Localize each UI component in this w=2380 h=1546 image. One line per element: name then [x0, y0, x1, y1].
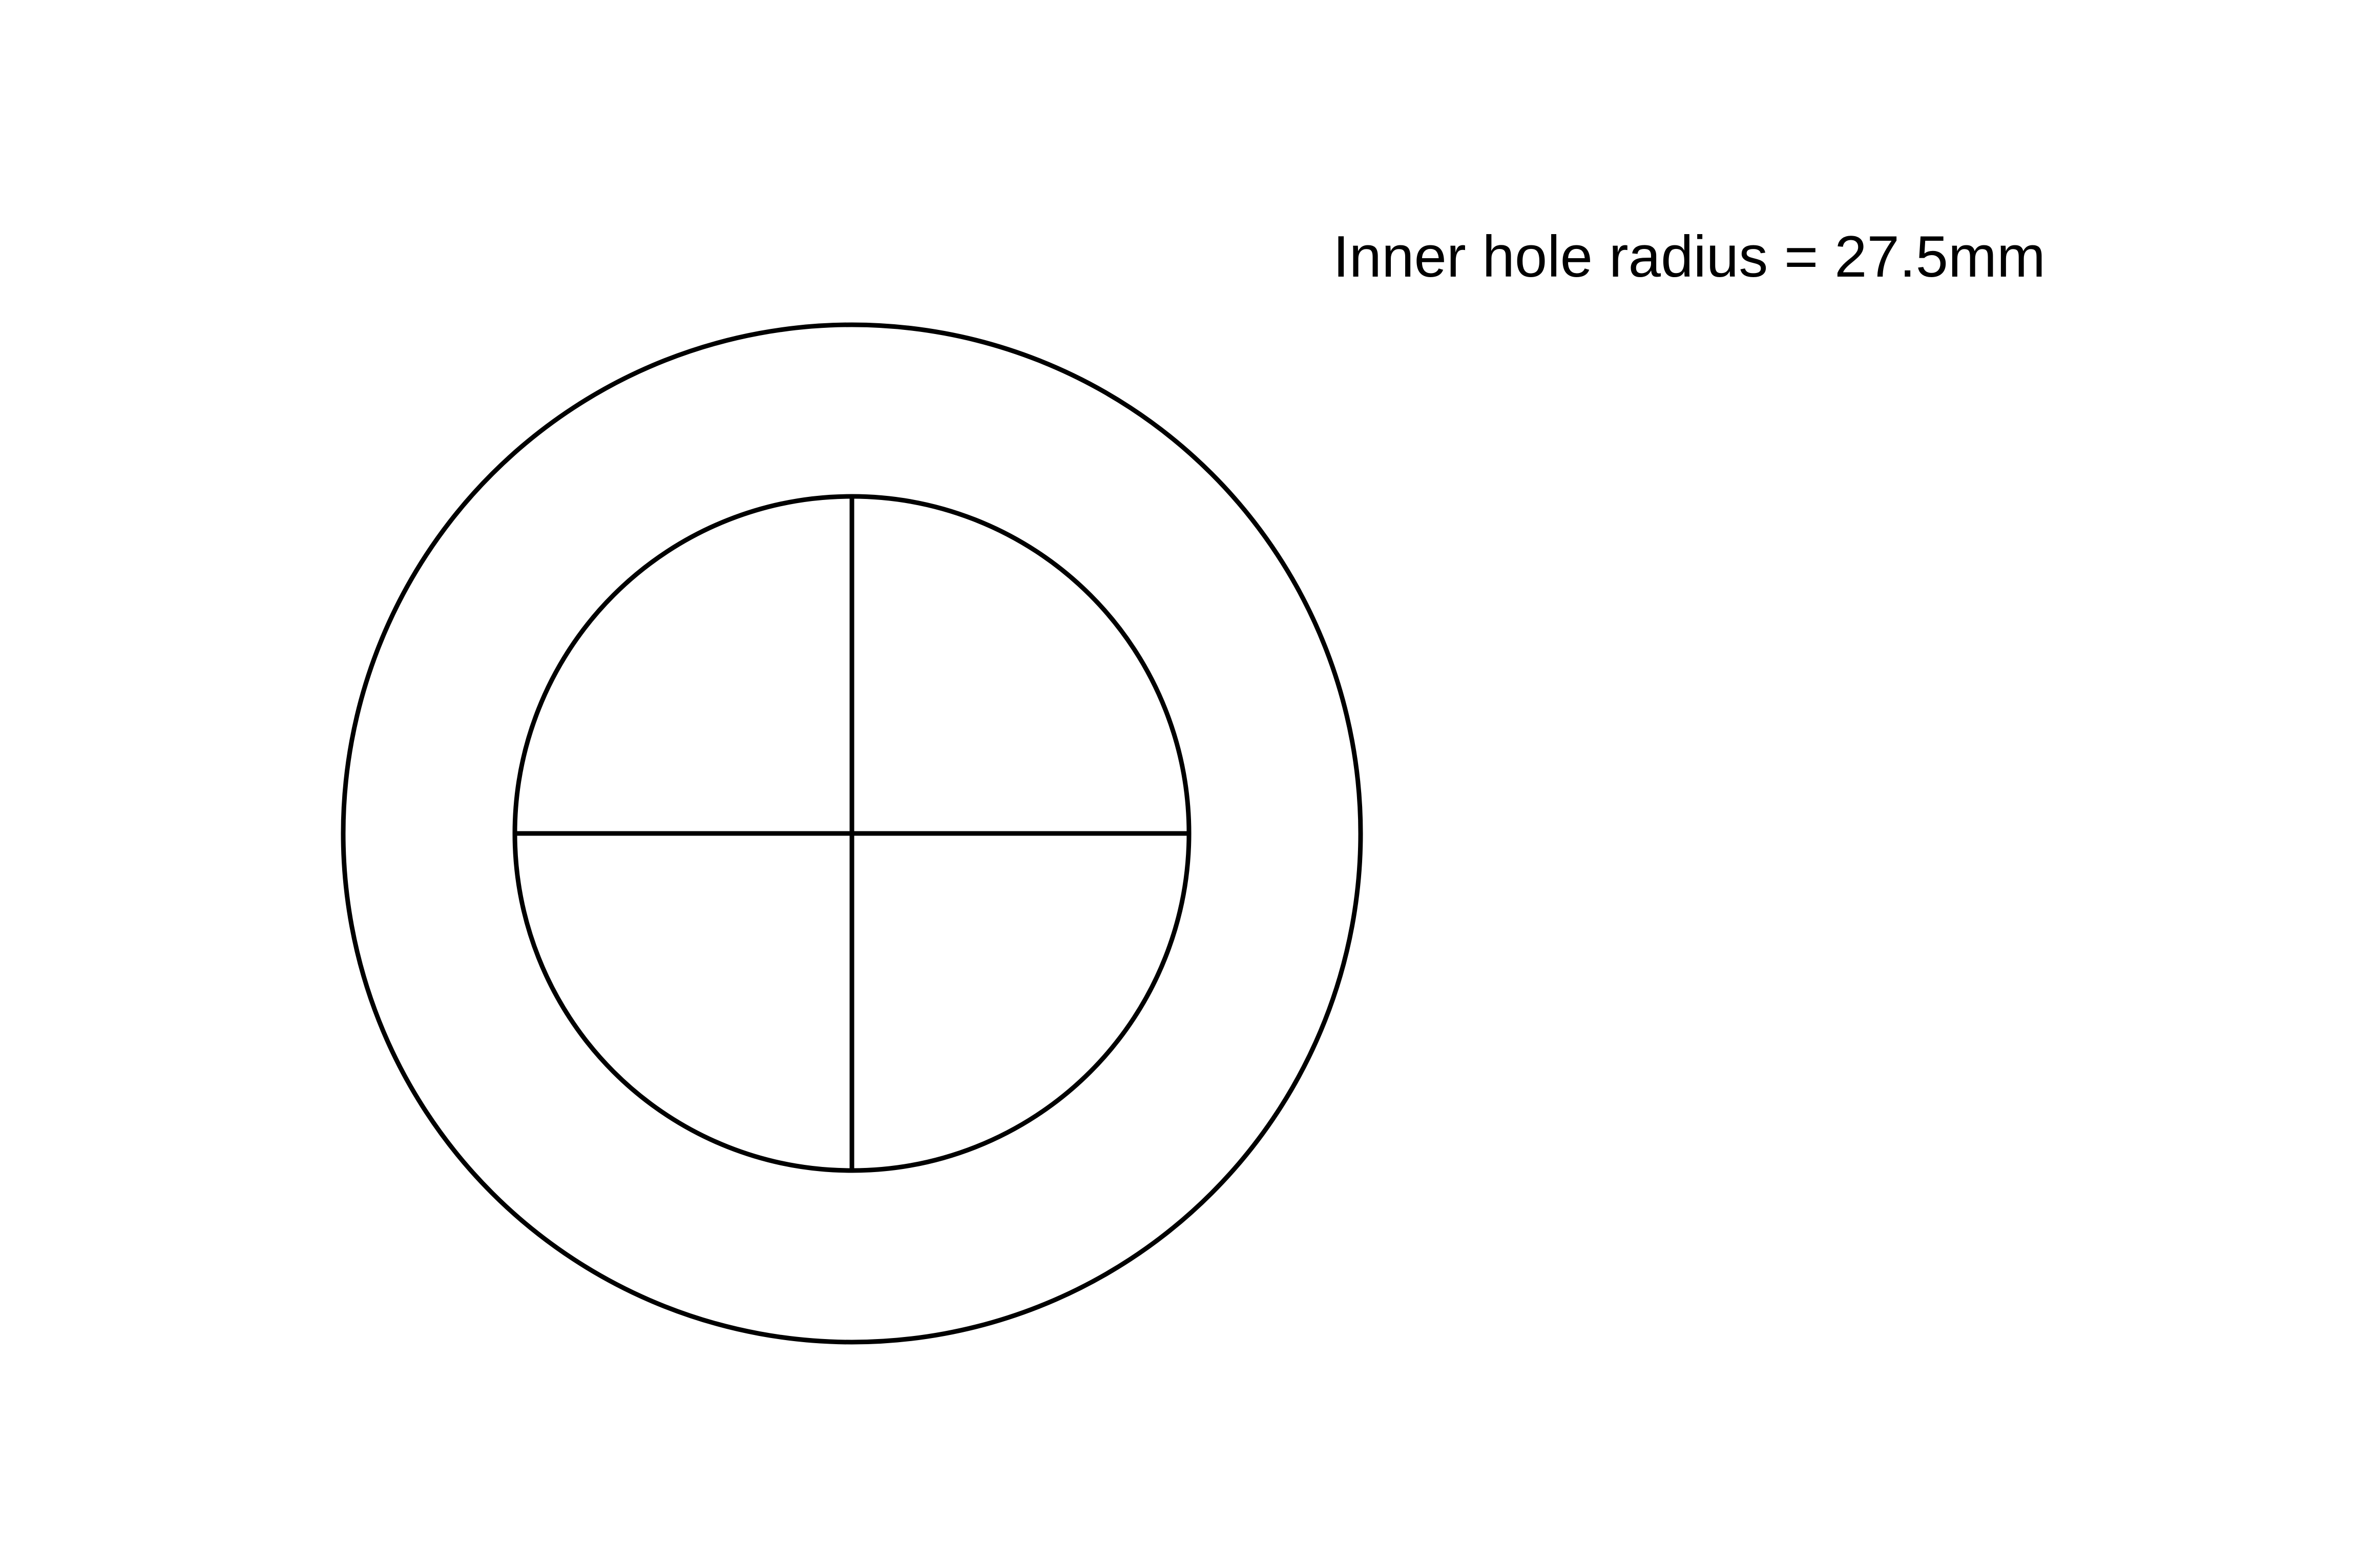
inner-hole-radius-label: Inner hole radius = 27.5mm: [1333, 224, 2045, 289]
outer-circle: [341, 322, 1363, 1345]
